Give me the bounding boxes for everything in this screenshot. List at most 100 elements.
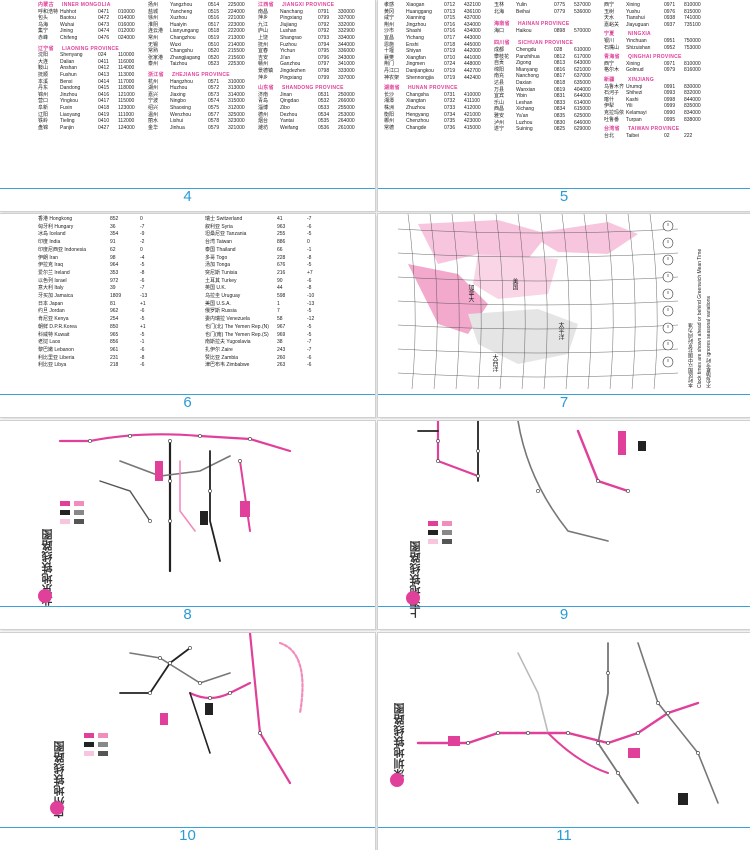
metro-line [278, 641, 304, 715]
table-cell: 吉安 [258, 54, 269, 61]
metro-line [597, 642, 639, 804]
table-cell: 337000 [338, 15, 355, 22]
table-cell: 0536 [318, 124, 330, 131]
meridian-line [605, 214, 614, 390]
line-number-badge [618, 431, 626, 455]
time-difference: -6 [307, 362, 312, 369]
table-cell: 629000 [574, 126, 591, 133]
province-heading-en: ZHEJIANG PROVINCE [172, 71, 230, 78]
province-heading-en: HAINAN PROVINCE [518, 21, 570, 28]
table-cell: Jingmen [406, 61, 425, 68]
line-number-badge [200, 511, 208, 525]
metro-station [148, 519, 152, 523]
legend-swatch [428, 539, 438, 544]
legend-swatch [98, 751, 108, 756]
dial-code: 98 [110, 254, 116, 261]
table-cell: 0775 [554, 2, 566, 8]
meridian-line [583, 214, 592, 390]
legend-swatch [60, 501, 70, 506]
legend-swatch [74, 510, 84, 515]
page-number: 9 [559, 606, 569, 623]
table-cell: Haikou [516, 27, 532, 34]
table-cell: 537000 [574, 2, 591, 8]
table-cell: Tianshui [626, 15, 645, 22]
table-cell: 黄冈 [384, 8, 395, 15]
table-cell: 0796 [318, 54, 330, 61]
page-number: 6 [183, 394, 192, 411]
table-cell: 西昌 [494, 106, 505, 113]
table-cell: 衡阳 [384, 111, 395, 118]
table-cell: 自贡 [494, 60, 505, 67]
table-cell: 济南 [258, 91, 269, 98]
table-cell: 643000 [574, 60, 591, 67]
table-cell: Mianyang [516, 66, 538, 73]
table-cell: Jingdezhen [280, 67, 306, 74]
table-cell: 本溪 [38, 78, 49, 85]
metro-line [517, 652, 549, 734]
table-cell: Changsha [406, 91, 429, 98]
country-name: 多哥 Togo [205, 254, 228, 261]
table-cell: 株洲 [384, 104, 395, 111]
table-cell: 0518 [208, 28, 220, 35]
dial-code: 81 [110, 300, 116, 307]
metro-line [547, 732, 609, 774]
table-cell: 连云港 [148, 28, 164, 35]
table-cell: 扬州 [148, 2, 159, 8]
legend-swatch [442, 539, 452, 544]
table-cell: Chengdu [516, 46, 537, 53]
table-cell: 0798 [318, 67, 330, 74]
table-row: 也门(南) The Yemen Rep.(S)969-5 [205, 332, 327, 340]
metro-station [606, 741, 610, 745]
table-cell: 潍坊 [258, 124, 269, 131]
meridian-line [407, 214, 416, 390]
table-cell: 432100 [464, 2, 481, 8]
province-heading-cn: 台湾省 [604, 126, 620, 133]
table-cell: Xiangtan [406, 98, 426, 105]
time-difference: -7 [307, 346, 312, 353]
province-heading-cn: 湖南省 [384, 85, 400, 92]
dial-code: 852 [110, 216, 119, 222]
table-cell: Baotou [60, 15, 76, 22]
table-cell: Lushan [280, 28, 297, 35]
table-cell: Golmud [626, 67, 644, 74]
table-cell: 淄博 [258, 104, 269, 111]
table-cell: 玉树 [604, 8, 615, 15]
legend-swatch [84, 742, 94, 747]
table-cell: 0835 [554, 112, 566, 119]
table-cell: Anshan [60, 65, 77, 72]
table-cell: Shangrao [280, 34, 302, 41]
dial-code: 39 [110, 285, 116, 292]
table-cell: 266000 [338, 98, 355, 105]
table-cell: 222000 [228, 28, 245, 35]
table-cell: 321000 [228, 124, 245, 131]
dial-code: 965 [110, 331, 119, 338]
province-heading-cn: 山东省 [258, 85, 274, 92]
metro-station [566, 731, 570, 735]
table-cell: Daxian [516, 79, 532, 86]
table-cell: 225000 [228, 2, 245, 8]
table-cell: 0717 [444, 34, 456, 41]
table-cell: 丽水 [148, 118, 159, 125]
legend-swatch [442, 521, 452, 526]
page-frame-line [0, 827, 375, 828]
table-cell: 024 [98, 52, 107, 59]
country-name: 土耳其 Turkey [205, 277, 237, 284]
